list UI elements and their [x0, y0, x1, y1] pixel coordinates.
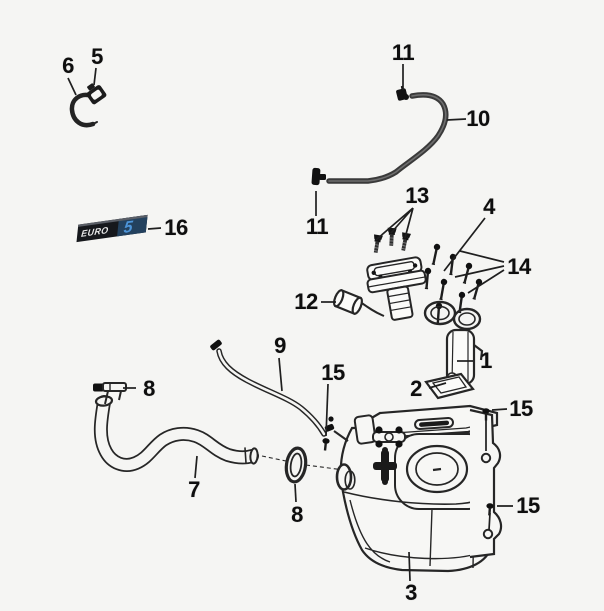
callout-16-emblem: 16	[164, 215, 188, 240]
callout-5-clamp: 5	[91, 44, 103, 69]
clamp-part-5	[86, 83, 107, 105]
emblem-five-text: 5	[123, 217, 135, 237]
bolt-part-15-left	[321, 437, 330, 451]
callout-9-tube: 9	[274, 333, 286, 358]
callout-15-bolt-left: 15	[321, 360, 345, 385]
pump-base-part-2	[424, 372, 475, 400]
callout-14-screws: 14	[507, 254, 531, 279]
callout-1-fuel-pump: 1	[480, 348, 492, 373]
callout-4-pump-assembly: 4	[483, 194, 495, 219]
callout-leader-lines	[67, 64, 513, 582]
callout-13-bolts: 13	[405, 183, 429, 208]
callout-15-bolt-top-right: 15	[509, 396, 533, 421]
callout-10-fuel-pipe: 10	[466, 106, 490, 131]
pipe-joint-part-11-left	[311, 167, 326, 186]
tank-cross-fitting	[373, 447, 397, 485]
float-part-12	[333, 288, 363, 316]
hose-part-7	[93, 395, 259, 472]
seal-ring-part-8	[284, 446, 308, 484]
assembly-axis-line	[261, 455, 345, 471]
hose-clamp-part-8	[93, 382, 127, 405]
tube-part-9	[210, 339, 327, 437]
callout-8-seal-ring: 8	[291, 502, 303, 527]
fuel-pipe-part-10	[326, 92, 449, 184]
callout-8-hose-clamp: 8	[143, 376, 155, 401]
tank-mount-fitting	[372, 426, 406, 448]
euro5-emblem: EURO 5	[76, 214, 148, 243]
callout-7-hose: 7	[188, 477, 200, 502]
fuel-pump-part-1	[445, 328, 484, 386]
callout-2-pump-base: 2	[410, 376, 422, 401]
callout-6-clip: 6	[62, 53, 74, 78]
callout-11-joint-top: 11	[391, 40, 415, 65]
callout-12-float: 12	[294, 289, 318, 314]
callout-15-bolt-bottom-right: 15	[516, 493, 540, 518]
fuel-sender-drawing	[358, 256, 427, 321]
fuel-pump-assembly-drawing	[422, 242, 485, 400]
callout-11-joint-left: 11	[305, 214, 329, 239]
fuel-tank-drawing	[324, 404, 503, 573]
emblem-euro-text: EURO	[81, 225, 109, 239]
callout-3-fuel-tank: 3	[405, 580, 417, 605]
